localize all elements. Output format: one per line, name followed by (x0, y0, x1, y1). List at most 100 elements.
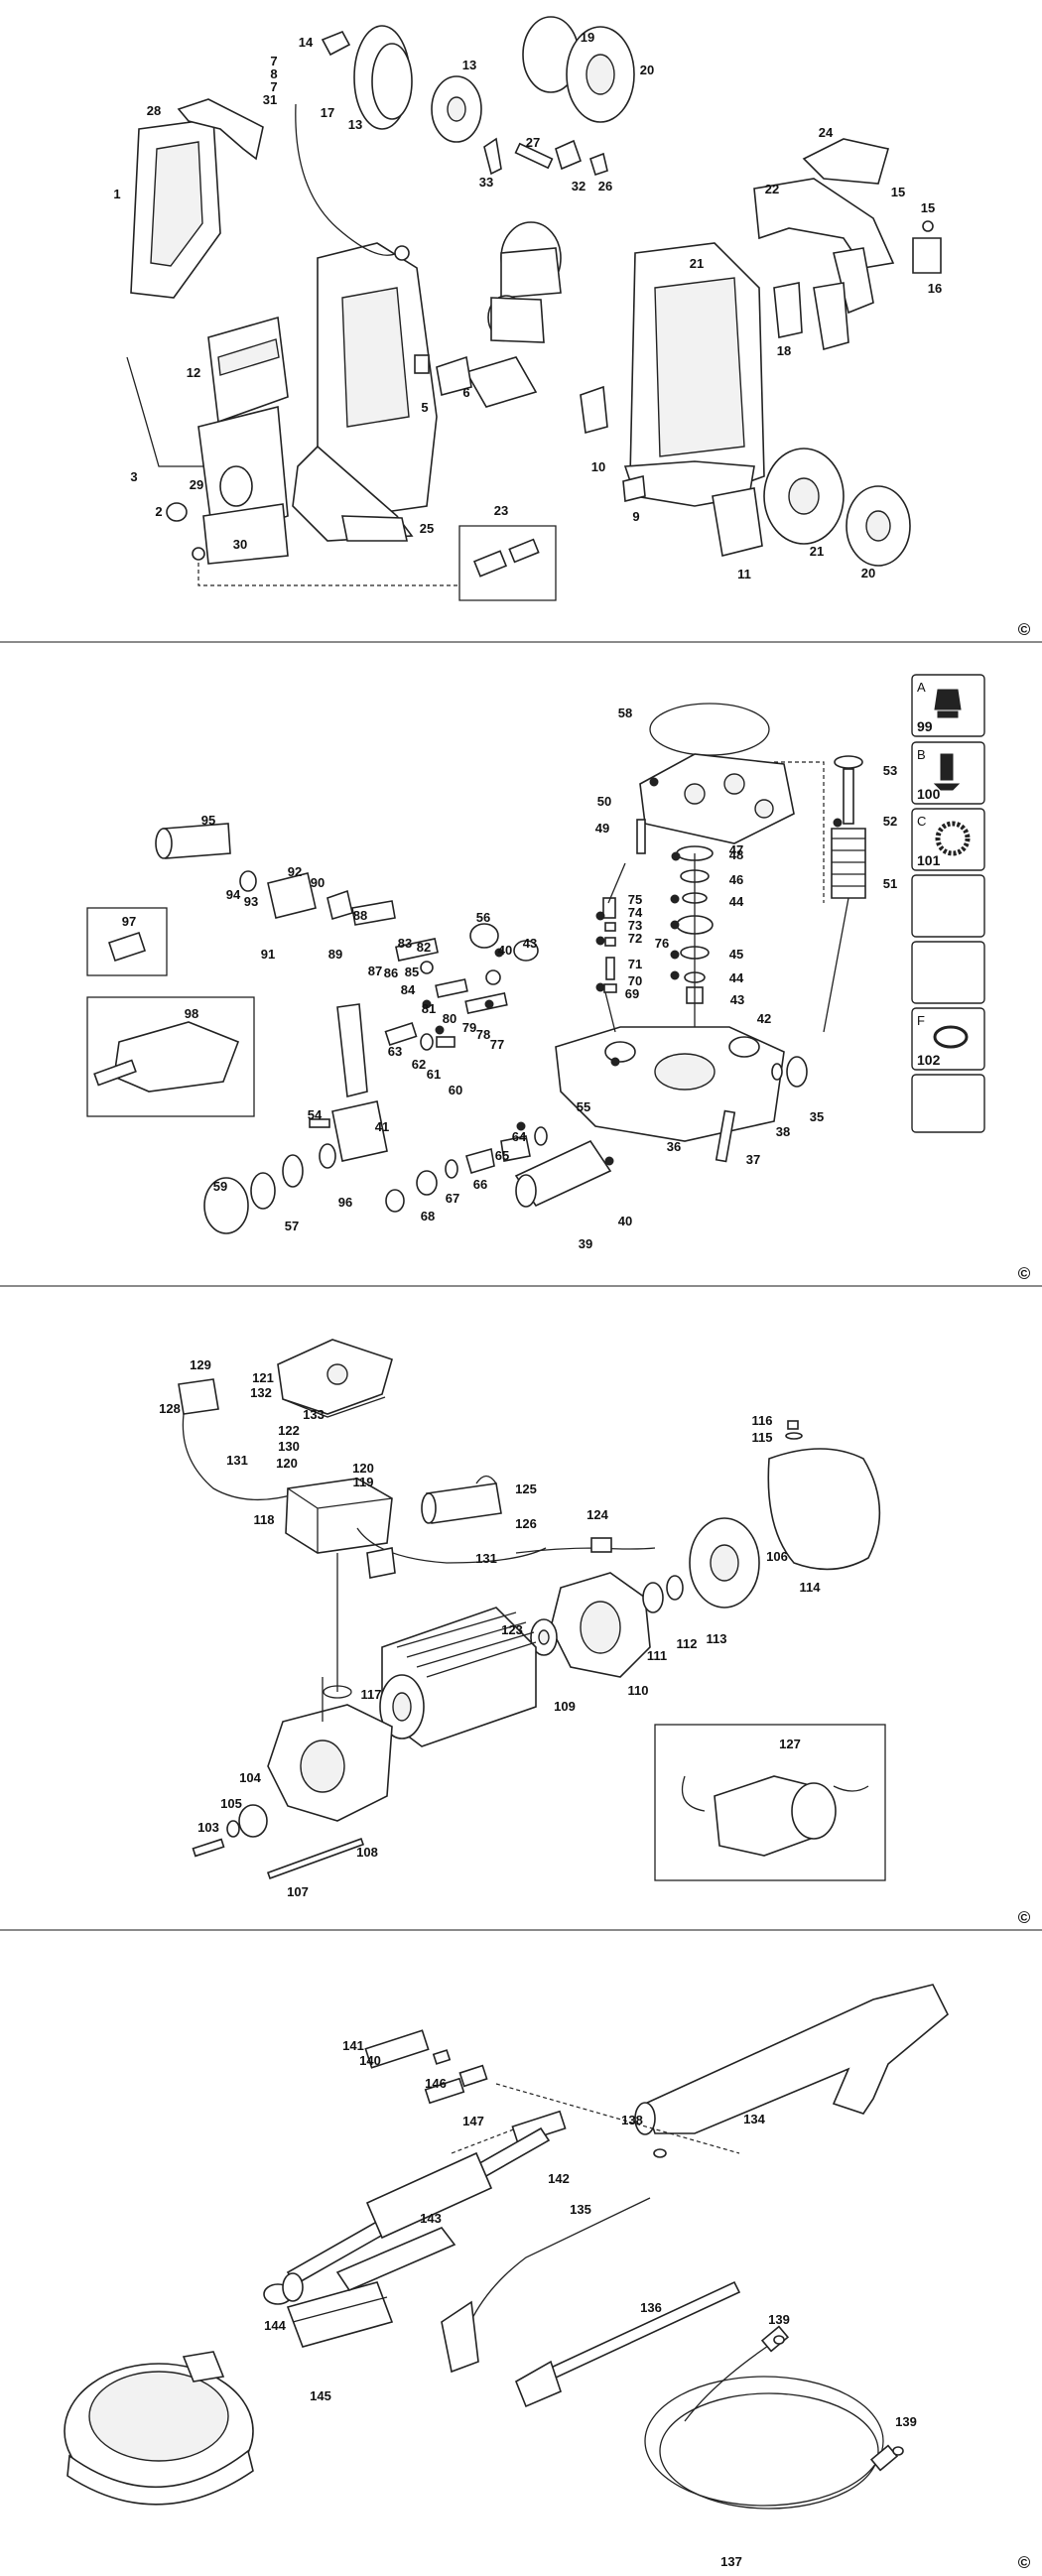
callout-label: 35 (810, 1109, 824, 1124)
callout-label: 37 (746, 1152, 760, 1167)
callout-label: 47 (729, 842, 743, 857)
callout-label: 128 (159, 1401, 181, 1416)
callout-label: 145 (310, 2388, 331, 2403)
callout-label: 46 (729, 872, 743, 887)
callout-label: 32 (572, 179, 586, 193)
callout-label: 106 (766, 1549, 788, 1564)
callout-label: 120 (276, 1456, 298, 1471)
kit-marker-letter: F (673, 954, 677, 960)
callout-label: 86 (384, 966, 398, 980)
callout-label: 26 (598, 179, 612, 193)
kit-marker-letter: E (673, 924, 677, 930)
callout-label: 7 (270, 54, 277, 68)
kit-number: 102 (917, 1052, 941, 1068)
callout-label: 137 (720, 2554, 742, 2569)
callout-label: 51 (883, 876, 897, 891)
callout-label: 115 (752, 1430, 773, 1445)
callout-label: 140 (359, 2053, 381, 2068)
callout-label: 130 (278, 1439, 300, 1454)
callout-label: 15 (921, 200, 935, 215)
callout-label: 133 (303, 1407, 325, 1422)
callout-label: 88 (353, 908, 367, 923)
callout-label: 117 (361, 1687, 382, 1702)
callout-label: 55 (577, 1099, 590, 1114)
kit-box (911, 1074, 985, 1133)
callout-label: 103 (197, 1820, 219, 1835)
kit-marker-letter: D (598, 986, 603, 992)
callout-label: 68 (421, 1209, 435, 1224)
callout-label: 126 (515, 1516, 537, 1531)
callout-label: 5 (421, 400, 428, 415)
section-dividers (0, 641, 1042, 1931)
kit-box (911, 874, 985, 938)
callout-label: 29 (190, 477, 203, 492)
callout-label: 14 (299, 35, 314, 50)
kit-box: A 99 (911, 674, 985, 737)
callout-label: 8 (270, 66, 277, 81)
callout-label: 57 (285, 1219, 299, 1233)
callout-label: 70 (628, 973, 642, 988)
callout-label: 77 (490, 1037, 504, 1052)
kit-box: B 100 (911, 741, 985, 805)
callout-label: 142 (548, 2171, 570, 2186)
callout-label: 44 (729, 970, 744, 985)
callout-label: 72 (628, 931, 642, 946)
callout-label: 107 (287, 1884, 309, 1899)
callout-label: 110 (628, 1683, 649, 1698)
callout-label: 60 (449, 1083, 462, 1097)
callout-label: 30 (233, 537, 247, 552)
callout-label: 109 (554, 1699, 576, 1714)
callout-label: 12 (187, 365, 200, 380)
callout-label: 33 (479, 175, 493, 190)
copyright-icon-2: © (1018, 1264, 1031, 1283)
motor-labels: 103 104 105 106 107 108 109 110 111 112 … (159, 1357, 821, 1899)
callout-label: 83 (398, 936, 412, 951)
callout-label: 114 (800, 1580, 822, 1595)
kit-letter: B (917, 747, 926, 762)
callout-label: 39 (579, 1236, 592, 1251)
callout-label: 79 (462, 1020, 476, 1035)
callout-label: 73 (628, 918, 642, 933)
callout-label: 27 (526, 135, 540, 150)
callout-label: 25 (420, 521, 434, 536)
callout-label: 94 (226, 887, 241, 902)
callout-label: 112 (677, 1636, 698, 1651)
callout-label: 40 (498, 943, 512, 958)
callout-label: 18 (777, 343, 791, 358)
callout-label: 96 (338, 1195, 352, 1210)
callout-label: 134 (743, 2112, 765, 2126)
callout-label: 136 (640, 2300, 662, 2315)
callout-label: 124 (586, 1507, 608, 1522)
kit-number: 100 (917, 786, 941, 802)
callout-label: 90 (311, 875, 325, 890)
callout-label: 85 (405, 965, 419, 979)
callout-label: 69 (625, 986, 639, 1001)
callout-label: 40 (618, 1214, 632, 1228)
kit-marker-letter: C (598, 940, 603, 946)
kit-marker-letter: B (598, 915, 603, 921)
pump-labels: 35 36 37 38 39 40 40 41 42 43 43 44 44 4… (122, 706, 897, 1251)
callout-label: 13 (348, 117, 362, 132)
kit-marker-letter: F (519, 1125, 523, 1131)
callout-label: 76 (655, 936, 669, 951)
callout-label: 120 (352, 1461, 374, 1476)
callout-label: 24 (819, 125, 834, 140)
callout-label: 95 (201, 813, 215, 828)
callout-label: 129 (190, 1357, 211, 1372)
callout-label: 67 (446, 1191, 459, 1206)
callout-label: 50 (597, 794, 611, 809)
kit-number: 99 (917, 718, 933, 734)
kit-panel: A 99 B 100 C 101 (911, 674, 985, 1133)
callout-label: 31 (263, 92, 277, 107)
housing-labels: 1 2 3 5 6 7 8 7 9 10 11 12 13 13 14 15 1… (113, 30, 942, 581)
callout-label: 48 (729, 847, 743, 862)
kit-marker-letter: A (497, 952, 502, 958)
callout-label: 21 (690, 256, 704, 271)
callout-label: 63 (388, 1044, 402, 1059)
kit-number: 101 (917, 852, 941, 868)
callout-label: 19 (581, 30, 594, 45)
callout-label: 44 (729, 894, 744, 909)
callout-label: 92 (288, 864, 302, 879)
kit-marker-letter: C (425, 1003, 430, 1009)
